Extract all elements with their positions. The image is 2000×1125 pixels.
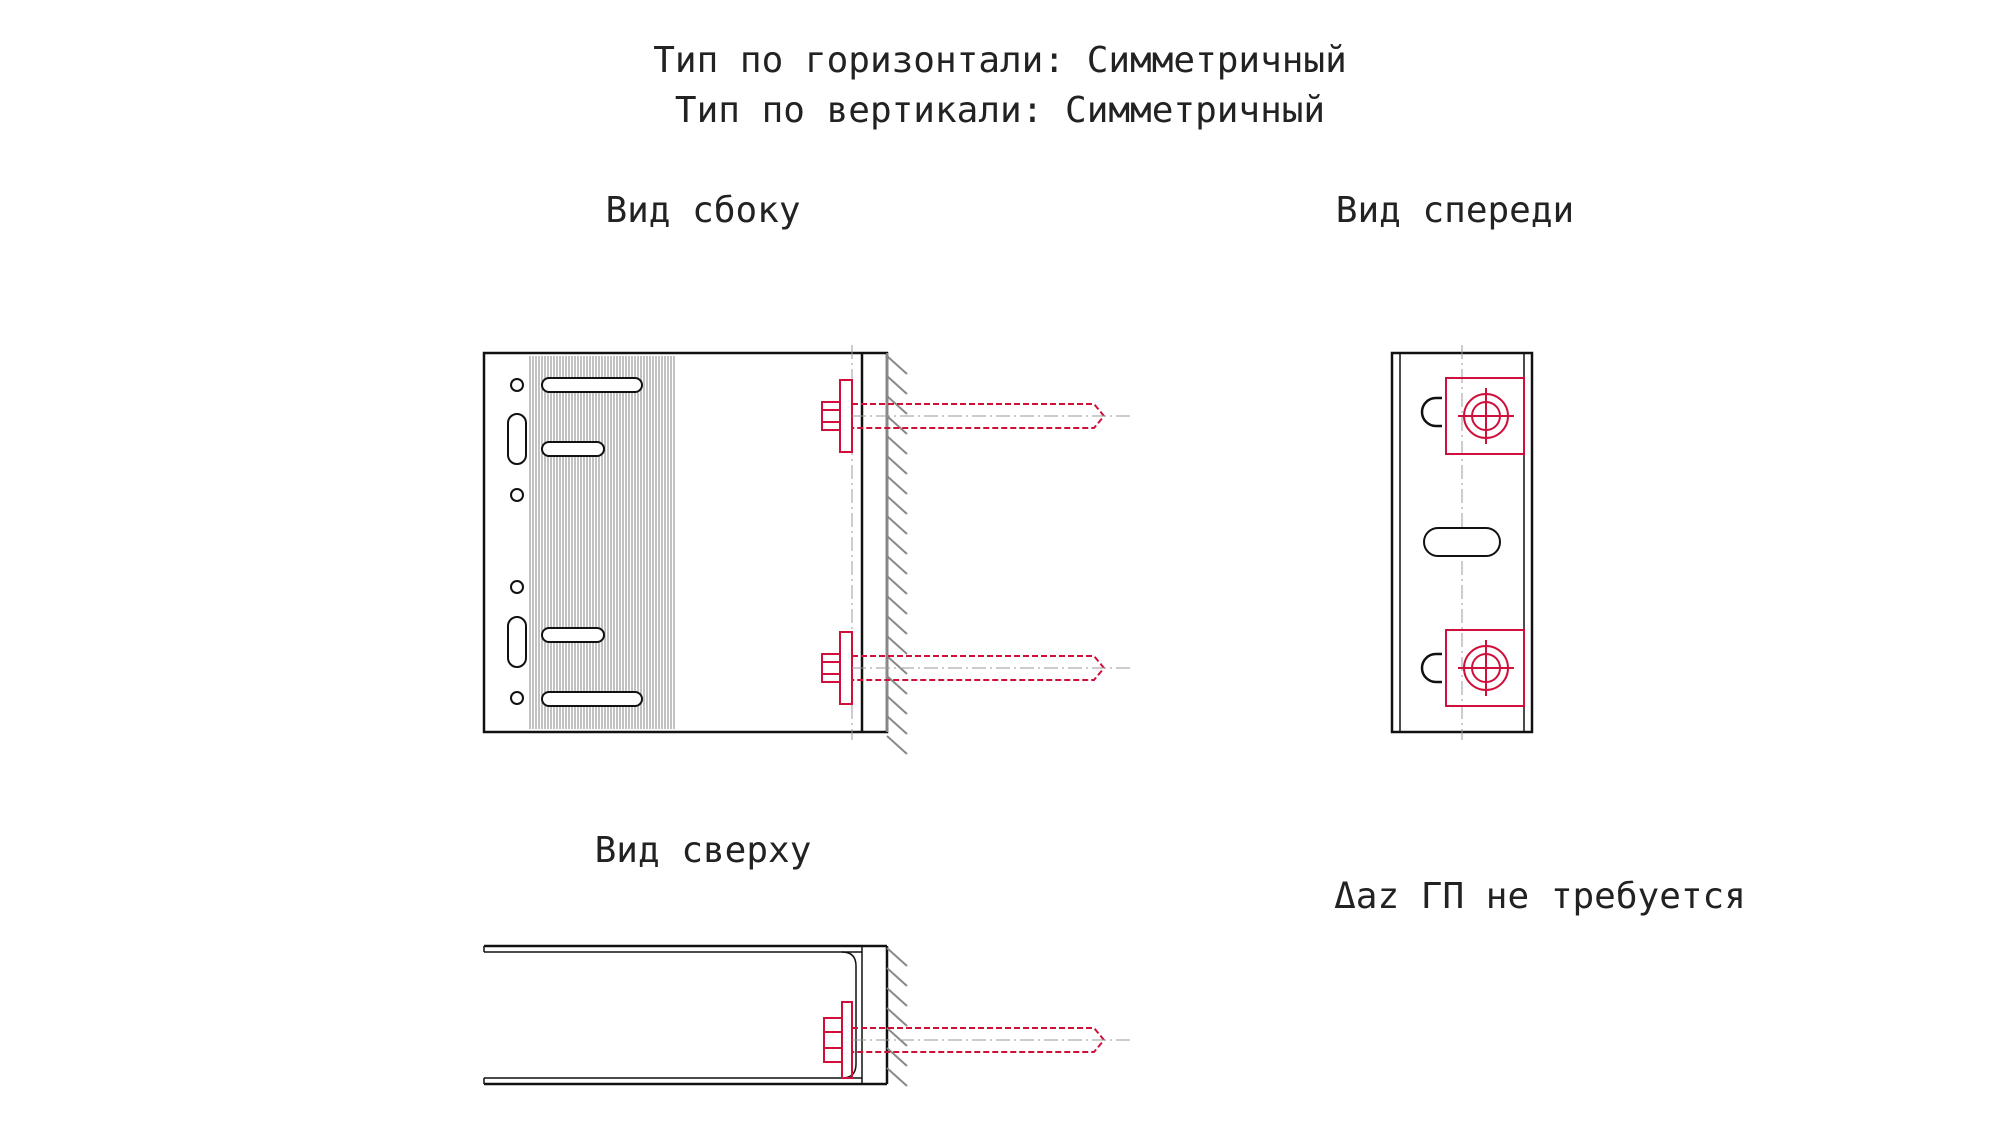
side-view-slots bbox=[507, 377, 643, 707]
drawing-line bbox=[886, 515, 908, 535]
drawing-line bbox=[886, 695, 908, 715]
drawing-line bbox=[886, 595, 908, 615]
drawing-line bbox=[886, 675, 908, 695]
drawing-line bbox=[886, 715, 908, 735]
drawing-line bbox=[886, 987, 908, 1007]
drawing-line bbox=[886, 535, 908, 555]
side-view-wall bbox=[886, 353, 908, 755]
drawing-line bbox=[886, 375, 908, 395]
front-view-anchor-bottom bbox=[1445, 629, 1525, 707]
drawing-line bbox=[886, 615, 908, 635]
drawing-line bbox=[886, 635, 908, 655]
drawing-line bbox=[886, 1067, 908, 1087]
side-view-anchor-top bbox=[821, 379, 1130, 453]
drawing-line bbox=[886, 575, 908, 595]
side-view-title: Вид сбоку bbox=[605, 190, 800, 231]
drawing-line bbox=[886, 475, 908, 495]
side-view-corrugation bbox=[529, 356, 675, 729]
drawing-line bbox=[886, 415, 908, 435]
drawing-line bbox=[886, 655, 908, 675]
top-view-anchor bbox=[823, 1001, 1130, 1079]
drawing-line bbox=[886, 735, 908, 755]
front-view-slots bbox=[1420, 396, 1501, 684]
note-text: Δaz ГП не требуется bbox=[1334, 876, 1746, 917]
drawing-line bbox=[886, 355, 908, 375]
drawing-line bbox=[886, 435, 908, 455]
side-view-anchor-bottom bbox=[821, 631, 1130, 705]
drawing-line bbox=[886, 1027, 908, 1047]
top-view bbox=[483, 944, 1130, 1087]
drawing-line bbox=[886, 1007, 908, 1027]
side-view bbox=[482, 345, 1130, 755]
drawing-line bbox=[886, 947, 908, 967]
header-vertical-type: Тип по вертикали: Симметричный bbox=[675, 90, 1325, 131]
front-view-anchor-top bbox=[1445, 377, 1525, 455]
header-horizontal-type: Тип по горизонтали: Симметричный bbox=[653, 40, 1347, 81]
drawing-line bbox=[886, 455, 908, 475]
top-view-title: Вид сверху bbox=[595, 830, 812, 871]
front-view-title: Вид спереди bbox=[1336, 190, 1574, 231]
drawing-line bbox=[886, 967, 908, 987]
drawing-line bbox=[886, 555, 908, 575]
front-view bbox=[1390, 345, 1534, 740]
top-view-wall bbox=[886, 947, 908, 1087]
drawing-line bbox=[886, 1047, 908, 1067]
drawing-line bbox=[886, 495, 908, 515]
